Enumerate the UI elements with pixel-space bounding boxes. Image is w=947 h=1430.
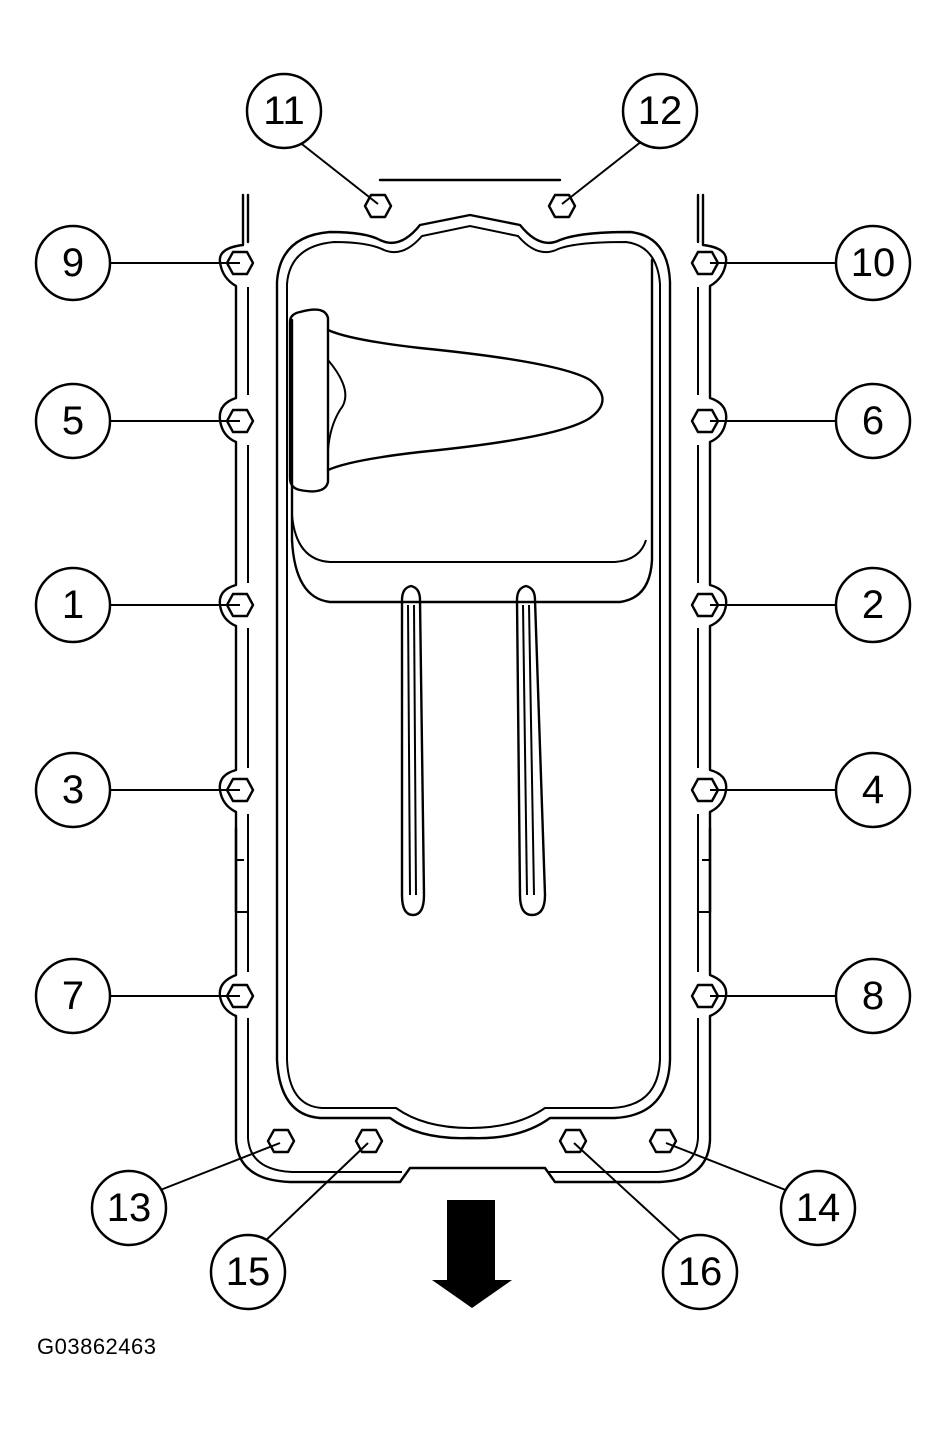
- callout-7: 7: [34, 957, 112, 1035]
- hex-bolt-icon: [690, 983, 720, 1009]
- hex-bolt-icon: [648, 1128, 678, 1154]
- callout-13: 13: [90, 1169, 168, 1247]
- bolt-heads: [225, 193, 720, 1154]
- hex-bolt-icon: [690, 592, 720, 618]
- hex-bolt-icon: [266, 1128, 296, 1154]
- callout-12: 12: [621, 72, 699, 150]
- hex-bolt-icon: [558, 1128, 588, 1154]
- hex-bolt-icon: [225, 777, 255, 803]
- callout-label: 9: [62, 241, 84, 285]
- callout-label: 6: [862, 399, 884, 443]
- hex-bolt-icon: [225, 592, 255, 618]
- callout-1: 1: [34, 566, 112, 644]
- hex-bolt-icon: [690, 250, 720, 276]
- callout-8: 8: [834, 957, 912, 1035]
- callout-label: 13: [107, 1186, 152, 1230]
- callout-label: 2: [862, 583, 884, 627]
- callout-label: 7: [62, 974, 84, 1018]
- callout-label: 11: [263, 89, 305, 133]
- callouts: 11 12 9 10 5 6 1 2: [34, 72, 912, 1311]
- hex-bolt-icon: [690, 777, 720, 803]
- callout-6: 6: [834, 382, 912, 460]
- pan-flange-outline: [218, 178, 728, 1184]
- callout-label: 8: [862, 974, 884, 1018]
- callout-5: 5: [34, 382, 112, 460]
- callout-label: 5: [62, 399, 84, 443]
- hex-bolt-icon: [225, 983, 255, 1009]
- callout-label: 15: [226, 1250, 271, 1294]
- callout-label: 12: [638, 89, 683, 133]
- callout-9: 9: [34, 224, 112, 302]
- callout-label: 3: [62, 768, 84, 812]
- figure-id: G03862463: [37, 1334, 157, 1359]
- hex-bolt-icon: [363, 193, 393, 219]
- leader-lines: [108, 129, 838, 1245]
- baffle-ribs: [400, 584, 547, 917]
- hex-bolt-icon: [354, 1128, 384, 1154]
- callout-label: 4: [862, 768, 884, 812]
- callout-16: 16: [661, 1233, 739, 1311]
- callout-10: 10: [834, 224, 912, 302]
- callout-3: 3: [34, 751, 112, 829]
- oil-pickup-tube: [288, 258, 654, 604]
- callout-label: 14: [796, 1186, 841, 1230]
- callout-14: 14: [779, 1169, 857, 1247]
- callout-15: 15: [209, 1233, 287, 1311]
- pan-sump-wall: [275, 213, 672, 1140]
- hex-bolt-icon: [225, 408, 255, 434]
- arrow-down-icon: [432, 1200, 512, 1308]
- callout-4: 4: [834, 751, 912, 829]
- callout-11: 11: [245, 72, 323, 150]
- hex-bolt-icon: [225, 250, 255, 276]
- hex-bolt-icon: [690, 408, 720, 434]
- callout-label: 10: [851, 241, 896, 285]
- callout-label: 1: [62, 583, 84, 627]
- hex-bolt-icon: [547, 193, 577, 219]
- callout-2: 2: [834, 566, 912, 644]
- callout-label: 16: [678, 1250, 723, 1294]
